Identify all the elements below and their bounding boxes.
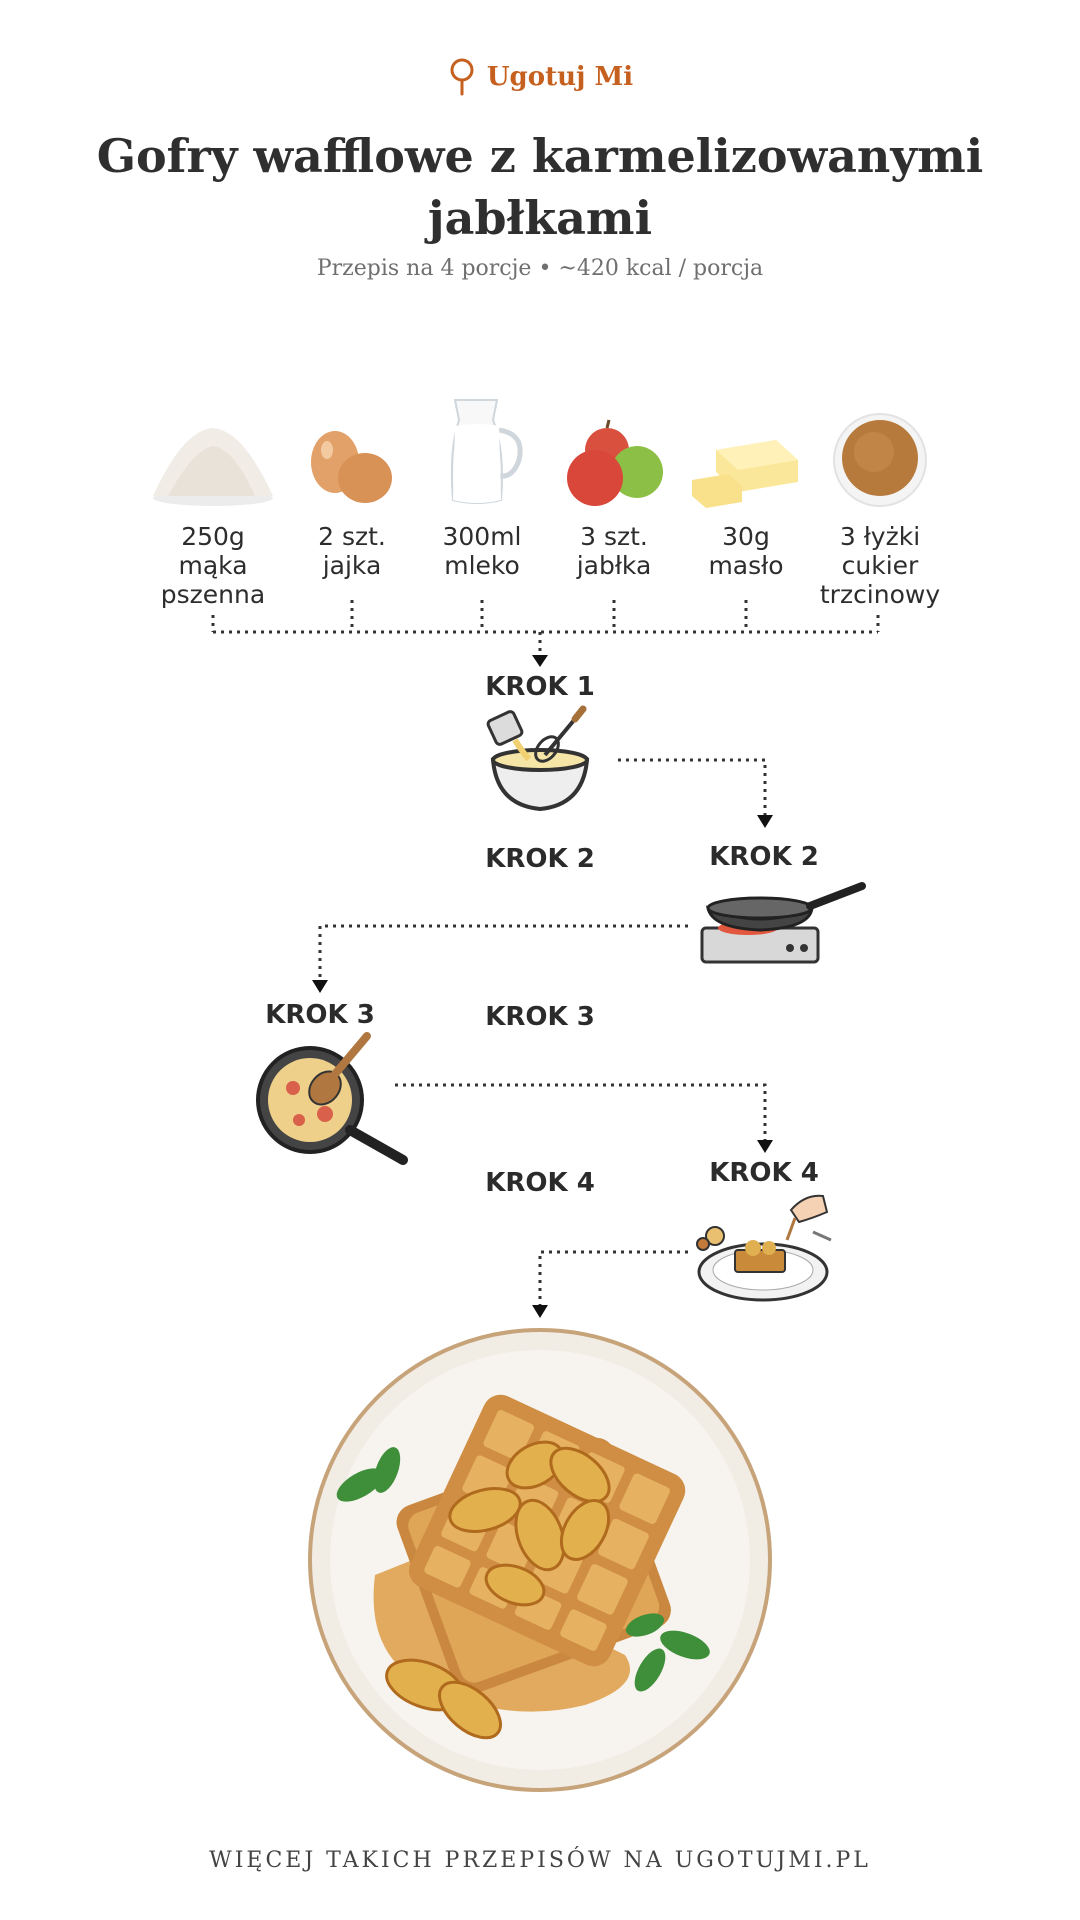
step-2-label: KROK 2 (709, 842, 819, 872)
brand-name: Ugotuj Mi (486, 62, 634, 92)
ingredient-flour: 250g mąka pszenna (143, 380, 283, 609)
recipe-subtitle: Przepis na 4 porcje • ~420 kcal / porcja (316, 256, 764, 281)
butter-icon (692, 440, 798, 508)
step-4-label: KROK 4 (709, 1158, 819, 1188)
ingredient-name: mąka pszenna (160, 551, 266, 609)
ingredient-name: masło (708, 551, 784, 580)
ingredient-qty: 2 szt. (318, 522, 386, 551)
step-3-label-center: KROK 3 (485, 1002, 595, 1032)
ingredient-qty: 30g (722, 522, 770, 551)
brand: Ugotuj Mi (0, 58, 1080, 96)
ingredient-eggs: 2 szt. jajka (282, 380, 422, 580)
ingredient-name: jajka (322, 551, 382, 580)
mixing-bowl-icon (486, 705, 590, 812)
caramelizing-pan-icon (256, 1032, 408, 1165)
apples-icon (567, 419, 663, 506)
waffles-with-caramelized-apples-plate (308, 1328, 772, 1792)
spoon-logo-icon (450, 58, 474, 96)
ingredient-name: jabłka (576, 551, 652, 580)
recipe-title: Gofry wafflowe z karmelizowanymi jabłkam… (96, 129, 984, 245)
step-1-label: KROK 1 (485, 672, 595, 702)
ingredient-name: mleko (444, 551, 520, 580)
brown-sugar-icon (833, 413, 927, 507)
milk-jug-icon (450, 399, 523, 504)
eggs-icon (311, 431, 392, 503)
ingredient-sugar: 3 łyżki cukier trzcinowy (810, 380, 950, 609)
plating-icon (696, 1194, 832, 1302)
frying-pan-stove-icon (700, 882, 866, 964)
ingredient-qty: 3 łyżki (839, 522, 921, 551)
ingredient-milk: 300ml mleko (412, 380, 552, 580)
ingredient-name: cukier trzcinowy (819, 551, 941, 609)
footer-link[interactable]: WIĘCEJ TAKICH PRZEPISÓW NA UGOTUJMI.PL (209, 1848, 871, 1873)
ingredient-apples: 3 szt. jabłka (544, 380, 684, 580)
ingredient-qty: 300ml (442, 522, 522, 551)
step-4-label-center: KROK 4 (485, 1168, 595, 1198)
ingredient-qty: 3 szt. (580, 522, 648, 551)
ingredient-butter: 30g masło (676, 380, 816, 580)
flour-icon (153, 428, 273, 506)
ingredient-qty: 250g (181, 522, 245, 551)
step-2-label-center: KROK 2 (485, 844, 595, 874)
step-3-label: KROK 3 (265, 1000, 375, 1030)
